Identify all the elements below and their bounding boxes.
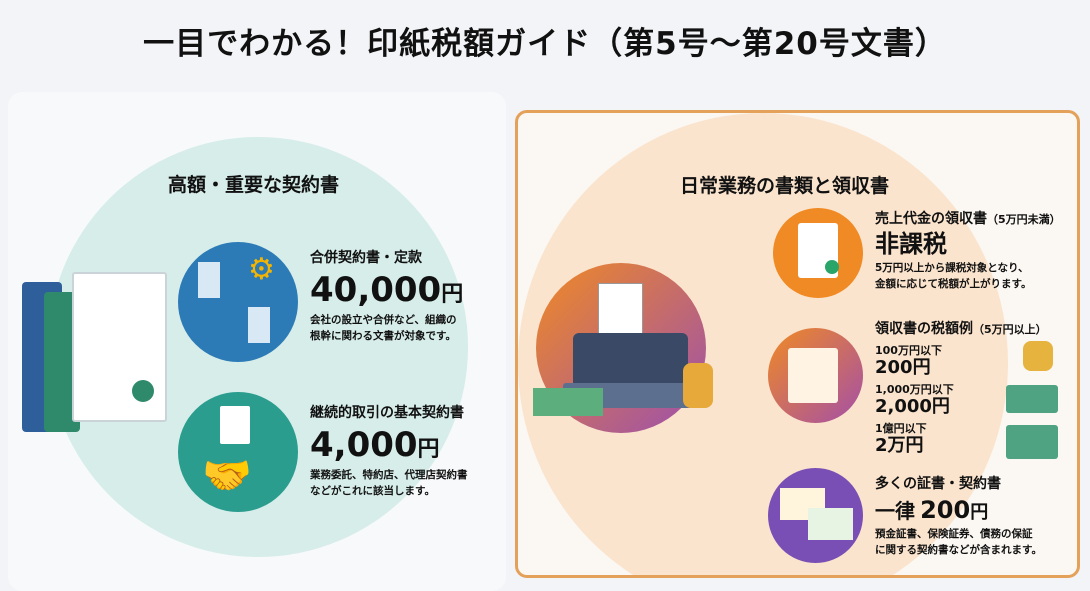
page-title: 一目でわかる！印紙税額ガイド（第5号〜第20号文書） (143, 26, 947, 62)
receipts-icon (768, 328, 863, 423)
receipt-name: 売上代金の領収書 (875, 211, 987, 227)
section-heading: 日常業務の書類と領収書 (680, 175, 890, 197)
coins-icon (1023, 341, 1053, 371)
certs-desc: に関する契約書などが含まれます。 (875, 544, 1042, 557)
receipt-desc: 5万円以上から課税対象となり、 (875, 262, 1029, 275)
item-desc: 業務委託、特約店、代理店契約書 (310, 469, 468, 481)
receipt-amount: 非課税 (875, 230, 947, 258)
contract-books-illustration (22, 272, 172, 432)
cash-register-icon (533, 283, 713, 416)
certs-prefix: 一律 (875, 499, 915, 523)
panel-daily-documents: 日常業務の書類と領収書 売上代金の領収書（5万円未満） 非課税 5万円以上から課… (515, 110, 1080, 578)
panel-high-value-contracts: 高額・重要な契約書 ⚙ 🤝 合併契約書・定款 40,000円 会社の設立や合併な… (8, 92, 506, 591)
certs-name: 多くの証書・契約書 (875, 476, 1001, 492)
merger-icon: ⚙ (178, 242, 298, 362)
item-unit: 円 (441, 282, 464, 307)
handshake-icon: 🤝 (178, 392, 298, 512)
item-unit: 円 (417, 437, 440, 462)
receipt-icon (773, 208, 863, 298)
tax-amount: 2,000円 (875, 395, 950, 417)
certs-amount: 200 (920, 496, 971, 524)
cash-stacks-icon (1006, 425, 1058, 459)
certificates-icon (768, 468, 863, 563)
certs-desc: 預金証書、保険証券、債務の保証 (875, 528, 1033, 541)
examples-note: （5万円以上） (973, 323, 1047, 336)
examples-name: 領収書の税額例 (875, 321, 973, 337)
item-desc: 会社の設立や合併など、組織の (310, 314, 457, 326)
certs-unit: 円 (970, 502, 989, 523)
tax-amount: 2万円 (875, 434, 924, 456)
item-amount: 4,000 (310, 425, 418, 465)
item-name: 継続的取引の基本契約書 (310, 405, 464, 421)
range-label: 1億円以下 (875, 421, 927, 435)
range-label: 100万円以下 (875, 344, 942, 357)
tax-amount: 200円 (875, 357, 931, 378)
item-desc: 根幹に関わる文書が対象です。 (310, 330, 456, 342)
cash-stack-icon (1006, 385, 1058, 413)
section-heading: 高額・重要な契約書 (168, 174, 340, 196)
item-desc: などがこれに該当します。 (310, 485, 435, 497)
item-amount: 40,000 (310, 270, 442, 310)
item-name: 合併契約書・定款 (310, 250, 422, 266)
receipt-note: （5万円未満） (987, 213, 1061, 226)
receipt-desc: 金額に応じて税額が上がります。 (875, 278, 1032, 291)
range-label: 1,000万円以下 (875, 382, 954, 396)
